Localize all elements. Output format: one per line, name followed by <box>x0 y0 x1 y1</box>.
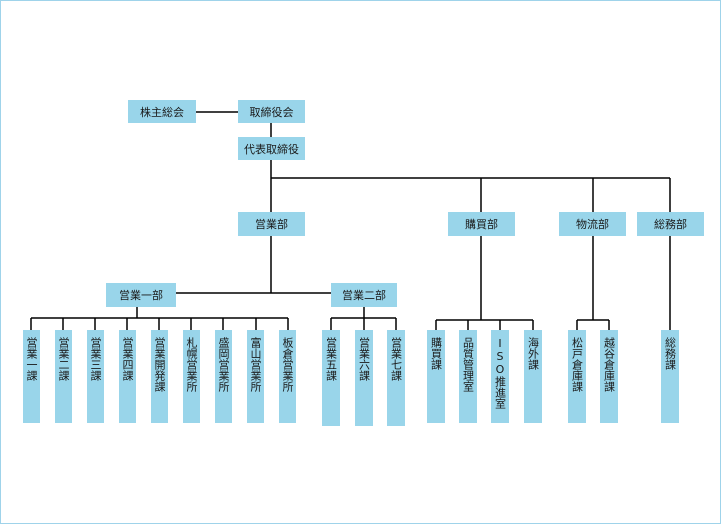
unit-box: 板倉営業所 <box>279 330 296 423</box>
general-affairs-dept-box: 総務部 <box>637 212 704 236</box>
unit-box: 営業四課 <box>119 330 136 423</box>
unit-box: 海外課 <box>524 330 542 423</box>
unit-box: 営業開発課 <box>151 330 168 423</box>
unit-box: 松戸倉庫課 <box>568 330 586 423</box>
unit-box: 札幌営業所 <box>183 330 200 423</box>
unit-box: ISO推進室 <box>491 330 509 423</box>
unit-box: 品質管理室 <box>459 330 477 423</box>
sales-1-box: 営業一部 <box>106 283 176 307</box>
unit-box: 盛岡営業所 <box>215 330 232 423</box>
ceo-box: 代表取締役 <box>238 137 305 160</box>
unit-box: 営業二課 <box>55 330 72 423</box>
logistics-dept-box: 物流部 <box>559 212 626 236</box>
purchasing-dept-box: 購買部 <box>448 212 515 236</box>
unit-box: 営業六課 <box>355 330 373 426</box>
unit-box: 総務課 <box>661 330 679 423</box>
unit-box: 富山営業所 <box>247 330 264 423</box>
unit-box: 営業七課 <box>387 330 405 426</box>
unit-box: 営業三課 <box>87 330 104 423</box>
unit-box: 営業一課 <box>23 330 40 423</box>
unit-box: 営業五課 <box>322 330 340 426</box>
sales-2-box: 営業二部 <box>331 283 397 307</box>
board-of-directors-box: 取締役会 <box>238 100 305 123</box>
unit-box: 購買課 <box>427 330 445 423</box>
shareholders-meeting-box: 株主総会 <box>128 100 196 123</box>
unit-box: 越谷倉庫課 <box>600 330 618 423</box>
sales-dept-box: 営業部 <box>238 212 305 236</box>
